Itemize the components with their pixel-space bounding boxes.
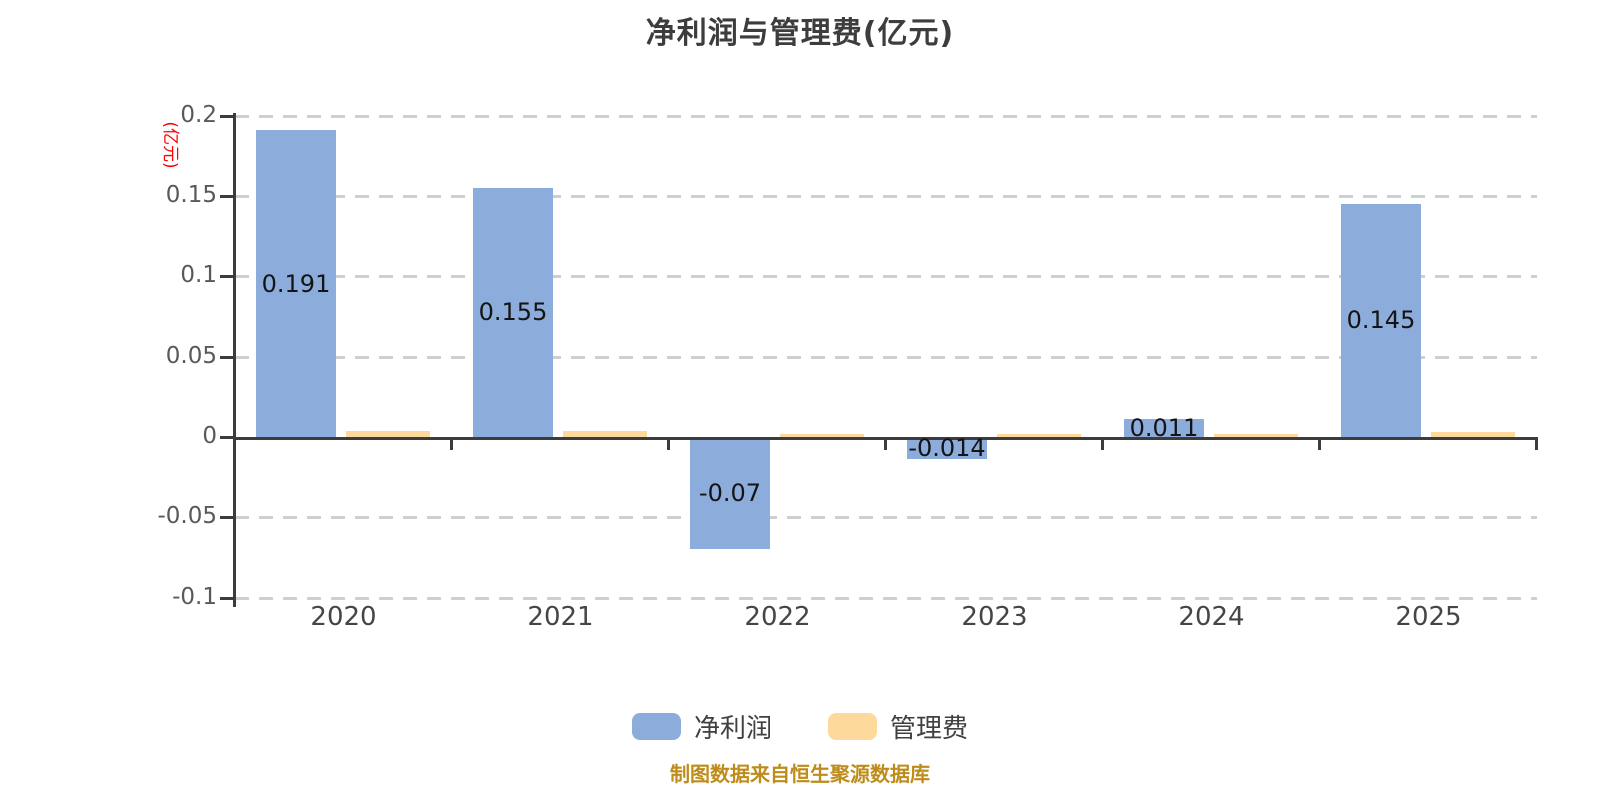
y-axis xyxy=(233,113,236,607)
x-tick-label-2020: 2020 xyxy=(310,602,377,632)
x-axis-tick-1 xyxy=(450,437,453,450)
bar-management-fee-2023[interactable] xyxy=(997,433,1081,437)
legend-swatch-management-fee xyxy=(828,712,877,740)
x-tick-label-2023: 2023 xyxy=(961,602,1028,632)
legend-item-management-fee[interactable]: 管理费 xyxy=(828,708,968,745)
x-axis-tick-3 xyxy=(884,437,887,450)
bar-management-fee-2022[interactable] xyxy=(780,433,864,437)
bar-management-fee-2020[interactable] xyxy=(346,430,430,437)
gridline-0.05 xyxy=(235,355,1537,359)
bar-value-label-net-profit-2025: 0.145 xyxy=(1346,306,1416,335)
y-tick-label-0.1: 0.1 xyxy=(180,262,217,289)
bar-net-profit-2020[interactable] xyxy=(256,130,336,437)
y-axis-tick-0.15 xyxy=(220,194,233,198)
bar-net-profit-2024[interactable] xyxy=(1124,419,1204,437)
legend-swatch-net-profit xyxy=(631,712,681,740)
bar-value-label-net-profit-2024: 0.011 xyxy=(1129,414,1199,443)
bar-management-fee-2021[interactable] xyxy=(563,430,647,437)
y-axis-tick-0.05 xyxy=(220,355,233,359)
x-tick-label-2022: 2022 xyxy=(744,602,811,632)
bar-management-fee-2024[interactable] xyxy=(1214,433,1298,437)
bar-value-label-net-profit-2023: -0.014 xyxy=(908,434,986,463)
bar-net-profit-2022[interactable] xyxy=(690,437,770,550)
x-axis-tick-6 xyxy=(1535,437,1538,450)
gridline--0.05 xyxy=(235,516,1537,520)
y-axis-tick--0.1 xyxy=(220,596,233,600)
bar-value-label-net-profit-2022: -0.07 xyxy=(698,479,762,508)
x-axis-tick-5 xyxy=(1318,437,1321,450)
bar-value-label-net-profit-2020: 0.191 xyxy=(261,269,331,298)
y-tick-label-0.15: 0.15 xyxy=(165,181,217,208)
x-tick-label-2021: 2021 xyxy=(527,602,594,632)
bar-net-profit-2023[interactable] xyxy=(907,437,987,460)
y-tick-label-0.05: 0.05 xyxy=(165,342,217,369)
data-source-note: 制图数据来自恒生聚源数据库 xyxy=(670,762,930,786)
y-tick-label--0.05: -0.05 xyxy=(157,503,217,530)
gridline-0.15 xyxy=(235,194,1537,198)
x-tick-label-2024: 2024 xyxy=(1178,602,1245,632)
bar-net-profit-2025[interactable] xyxy=(1341,203,1421,437)
chart-title: 净利润与管理费(亿元) xyxy=(645,16,955,51)
x-axis-tick-4 xyxy=(1101,437,1104,450)
bar-management-fee-2025[interactable] xyxy=(1431,432,1515,437)
gridline-0.1 xyxy=(235,275,1537,279)
legend-item-net-profit[interactable]: 净利润 xyxy=(631,708,772,745)
x-axis-tick-2 xyxy=(667,437,670,450)
y-axis-tick-0 xyxy=(220,436,233,439)
y-axis-tick-0.2 xyxy=(220,114,233,118)
y-axis-tick-0.1 xyxy=(220,275,233,279)
bar-value-label-net-profit-2021: 0.155 xyxy=(478,298,548,327)
legend: 净利润 管理费 xyxy=(0,705,1600,747)
gridline--0.1 xyxy=(235,596,1537,600)
legend-label-management-fee: 管理费 xyxy=(890,713,969,744)
y-tick-label-0: 0 xyxy=(202,423,217,449)
x-tick-label-2025: 2025 xyxy=(1395,602,1462,632)
gridline-0.2 xyxy=(235,114,1537,118)
legend-label-net-profit: 净利润 xyxy=(693,713,772,744)
y-tick-label-0.2: 0.2 xyxy=(180,101,217,128)
y-axis-tick--0.05 xyxy=(220,516,233,520)
bar-net-profit-2021[interactable] xyxy=(473,187,553,437)
y-tick-label--0.1: -0.1 xyxy=(172,583,217,610)
